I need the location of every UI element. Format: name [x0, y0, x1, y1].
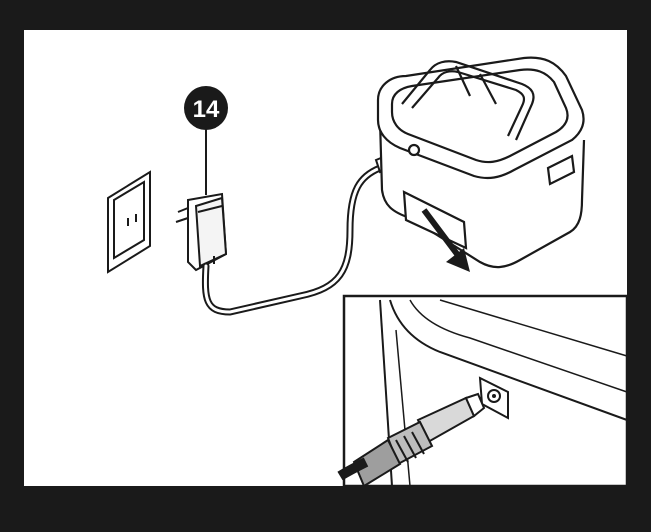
closeup-inset — [337, 294, 629, 488]
top-border — [0, 0, 651, 30]
power-adapter-icon — [175, 192, 228, 272]
right-border — [627, 0, 651, 532]
wall-outlet-icon — [107, 170, 151, 274]
cable-inner — [203, 166, 382, 314]
left-border — [0, 0, 24, 532]
bottom-border — [0, 486, 651, 532]
callout-badge: 14 — [184, 86, 228, 130]
callout-number: 14 — [193, 96, 220, 123]
battery-case-icon — [376, 56, 586, 269]
dc-plug-closeup-icon — [352, 392, 486, 488]
down-right-arrow-icon — [421, 208, 470, 272]
